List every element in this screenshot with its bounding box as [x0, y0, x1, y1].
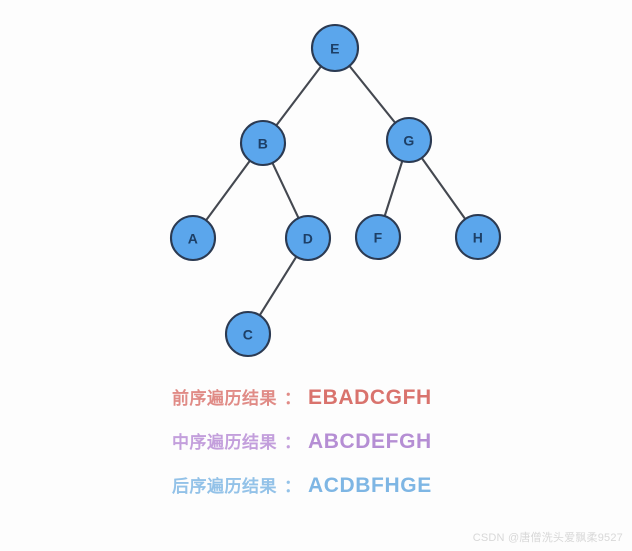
preorder-colon: ： [284, 389, 301, 408]
tree-edge-b-a [204, 158, 252, 223]
tree-node-e[interactable]: E [310, 23, 360, 73]
tree-node-circle-f [354, 213, 402, 261]
tree-edge-e-g [347, 64, 397, 125]
tree-node-label-f: F [374, 230, 383, 246]
tree-node-h[interactable]: H [454, 213, 502, 261]
csdn-watermark: CSDN @唐僧洗头爱飘柔9527 [472, 532, 623, 544]
tree-node-f[interactable]: F [354, 213, 402, 261]
postorder-colon: ： [284, 477, 301, 496]
tree-node-label-e: E [330, 41, 340, 57]
binary-tree-diagram: E B G A D F H C [169, 23, 502, 358]
tree-nodes: E B G A D F H C [169, 23, 502, 358]
traversal-result-preorder: 前序遍历结果 ： EBADCGFH [0, 384, 632, 428]
tree-node-label-a: A [188, 231, 198, 247]
tree-node-b[interactable]: B [239, 119, 287, 167]
tree-svg: E B G A D F H C [169, 23, 502, 358]
inorder-colon: ： [284, 433, 301, 452]
tree-edge-e-b [274, 64, 323, 128]
traversal-result-inorder: 中序遍历结果 ： ABCDEFGH [0, 428, 632, 472]
tree-node-label-c: C [243, 327, 253, 343]
tree-node-circle-h [454, 213, 502, 261]
tree-node-label-b: B [258, 136, 268, 152]
postorder-value: ACDBFHGE [308, 474, 432, 497]
tree-node-c[interactable]: C [224, 310, 272, 358]
inorder-label: 中序遍历结果 [172, 433, 277, 452]
tree-node-circle-e [310, 23, 360, 73]
tree-edge-b-d [270, 160, 301, 221]
tree-node-circle-g [385, 116, 433, 164]
tree-node-g[interactable]: G [385, 116, 433, 164]
tree-node-a[interactable]: A [169, 214, 217, 262]
tree-node-circle-d [284, 214, 332, 262]
traversal-results-list: 前序遍历结果 ： EBADCGFH 中序遍历结果 ： ABCDEFGH 后序遍历… [0, 384, 632, 516]
tree-node-label-d: D [303, 231, 313, 247]
traversal-result-postorder: 后序遍历结果 ： ACDBFHGE [0, 472, 632, 516]
tree-edge-d-c [258, 254, 298, 318]
preorder-value: EBADCGFH [308, 386, 432, 409]
inorder-value: ABCDEFGH [308, 430, 432, 453]
tree-node-circle-b [239, 119, 287, 167]
tree-node-label-h: H [473, 230, 483, 246]
postorder-label: 后序遍历结果 [172, 477, 277, 496]
tree-edges [204, 64, 467, 318]
tree-edge-g-f [383, 158, 404, 219]
tree-node-label-g: G [403, 133, 414, 149]
tree-node-d[interactable]: D [284, 214, 332, 262]
preorder-label: 前序遍历结果 [172, 389, 277, 408]
tree-edge-g-h [420, 156, 467, 221]
tree-node-circle-c [224, 310, 272, 358]
tree-node-circle-a [169, 214, 217, 262]
